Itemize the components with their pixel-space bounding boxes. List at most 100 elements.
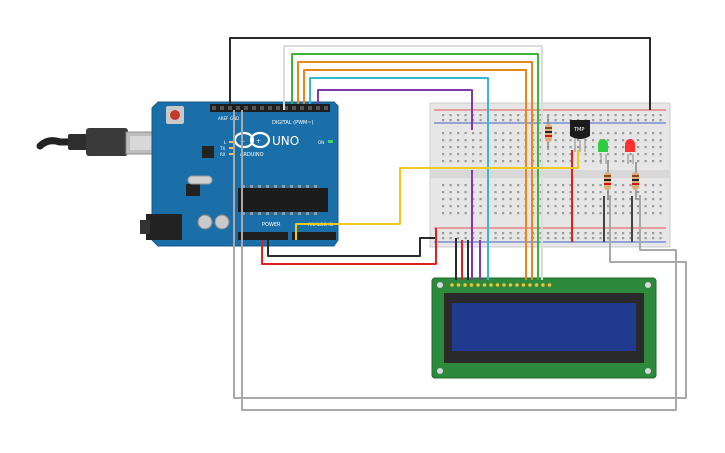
breadboard-hole: [517, 119, 520, 122]
breadboard-hole: [442, 132, 445, 135]
breadboard-hole: [464, 119, 467, 122]
breadboard-hole: [652, 146, 655, 149]
breadboard-hole: [547, 160, 550, 163]
breadboard-hole: [644, 160, 647, 163]
breadboard-hole: [562, 205, 565, 208]
lcd-16x2[interactable]: [431, 277, 657, 379]
breadboard-hole: [479, 146, 482, 149]
breadboard-hole: [457, 191, 460, 194]
breadboard-hole: [592, 198, 595, 201]
breadboard-hole: [629, 237, 632, 240]
lcd-pin[interactable]: [476, 283, 480, 287]
usb-cable: [36, 128, 161, 156]
lcd-pin[interactable]: [528, 283, 532, 287]
breadboard-hole: [607, 119, 610, 122]
lcd-pin[interactable]: [489, 283, 493, 287]
breadboard-hole: [554, 237, 557, 240]
breadboard-hole: [457, 205, 460, 208]
breadboard-hole: [502, 232, 505, 235]
breadboard-hole: [479, 191, 482, 194]
lcd-pin[interactable]: [450, 283, 454, 287]
lcd-pin[interactable]: [541, 283, 545, 287]
breadboard-hole: [652, 232, 655, 235]
wire-orange-2: [303, 69, 527, 280]
resistor-green-led: [604, 162, 611, 200]
breadboard-hole: [517, 198, 520, 201]
lcd-pin[interactable]: [463, 283, 467, 287]
lcd-pin[interactable]: [456, 283, 461, 287]
breadboard-hole: [502, 212, 505, 215]
breadboard-hole: [577, 146, 580, 149]
breadboard-hole: [532, 184, 535, 187]
breadboard-hole: [637, 212, 640, 215]
breadboard-hole: [532, 132, 535, 135]
temperature-sensor[interactable]: TMP: [570, 120, 590, 152]
breadboard-hole: [599, 198, 602, 201]
breadboard-hole: [584, 146, 587, 149]
wire-red-power: [261, 228, 437, 265]
breadboard-hole: [442, 191, 445, 194]
lcd-pin[interactable]: [495, 283, 500, 287]
lcd-pin[interactable]: [515, 283, 519, 287]
breadboard-hole: [509, 119, 512, 122]
breadboard-hole: [547, 114, 550, 117]
breadboard-hole: [532, 212, 535, 215]
breadboard-hole: [457, 146, 460, 149]
breadboard-hole: [494, 205, 497, 208]
breadboard-hole: [592, 114, 595, 117]
breadboard-hole: [547, 191, 550, 194]
lcd-pin[interactable]: [502, 283, 506, 287]
arduino-uno-board[interactable]: AREF GND DIGITAL (PWM~) − + UNO ARDUINO …: [140, 101, 339, 247]
breadboard-hole: [644, 232, 647, 235]
breadboard-hole: [517, 114, 520, 117]
breadboard-hole: [629, 205, 632, 208]
breadboard-hole: [472, 198, 475, 201]
breadboard-hole: [517, 232, 520, 235]
breadboard-hole: [644, 205, 647, 208]
breadboard-hole: [472, 114, 475, 117]
reset-button[interactable]: [170, 110, 180, 120]
breadboard-hole: [637, 237, 640, 240]
breadboard-hole: [652, 119, 655, 122]
breadboard-hole: [509, 191, 512, 194]
lcd-pin[interactable]: [508, 283, 513, 287]
lcd-pin[interactable]: [521, 283, 526, 287]
breadboard-hole: [607, 114, 610, 117]
lcd-pin[interactable]: [469, 283, 474, 287]
breadboard-hole: [517, 139, 520, 142]
breadboard-hole: [517, 212, 520, 215]
breadboard-hole: [457, 237, 460, 240]
breadboard-hole: [464, 160, 467, 163]
led-rx-label: RX: [220, 152, 226, 157]
breadboard-hole: [554, 114, 557, 117]
breadboard-hole: [614, 191, 617, 194]
breadboard-hole: [622, 232, 625, 235]
uno-label: UNO: [272, 134, 299, 148]
breadboard-hole: [532, 119, 535, 122]
breadboard-hole: [442, 184, 445, 187]
breadboard-hole: [457, 139, 460, 142]
lcd-pin[interactable]: [547, 283, 552, 287]
breadboard-hole: [629, 184, 632, 187]
breadboard-hole: [569, 212, 572, 215]
breadboard-hole: [584, 139, 587, 142]
breadboard-hole: [652, 198, 655, 201]
breadboard-hole: [442, 232, 445, 235]
breadboard-hole: [472, 132, 475, 135]
arduino-label: ARDUINO: [240, 152, 264, 158]
red-led[interactable]: [625, 139, 635, 164]
wire-yellow: [295, 150, 579, 240]
breadboard-hole: [539, 205, 542, 208]
breadboard-hole: [449, 160, 452, 163]
breadboard-hole: [652, 139, 655, 142]
lcd-pin[interactable]: [534, 283, 539, 287]
breadboard-hole: [629, 198, 632, 201]
breadboard-hole: [652, 191, 655, 194]
breadboard-hole: [592, 119, 595, 122]
lcd-pin[interactable]: [482, 283, 487, 287]
breadboard-hole: [607, 212, 610, 215]
breadboard-hole: [622, 114, 625, 117]
green-led[interactable]: [598, 139, 608, 164]
breadboard-hole: [517, 237, 520, 240]
breadboard-hole: [449, 146, 452, 149]
